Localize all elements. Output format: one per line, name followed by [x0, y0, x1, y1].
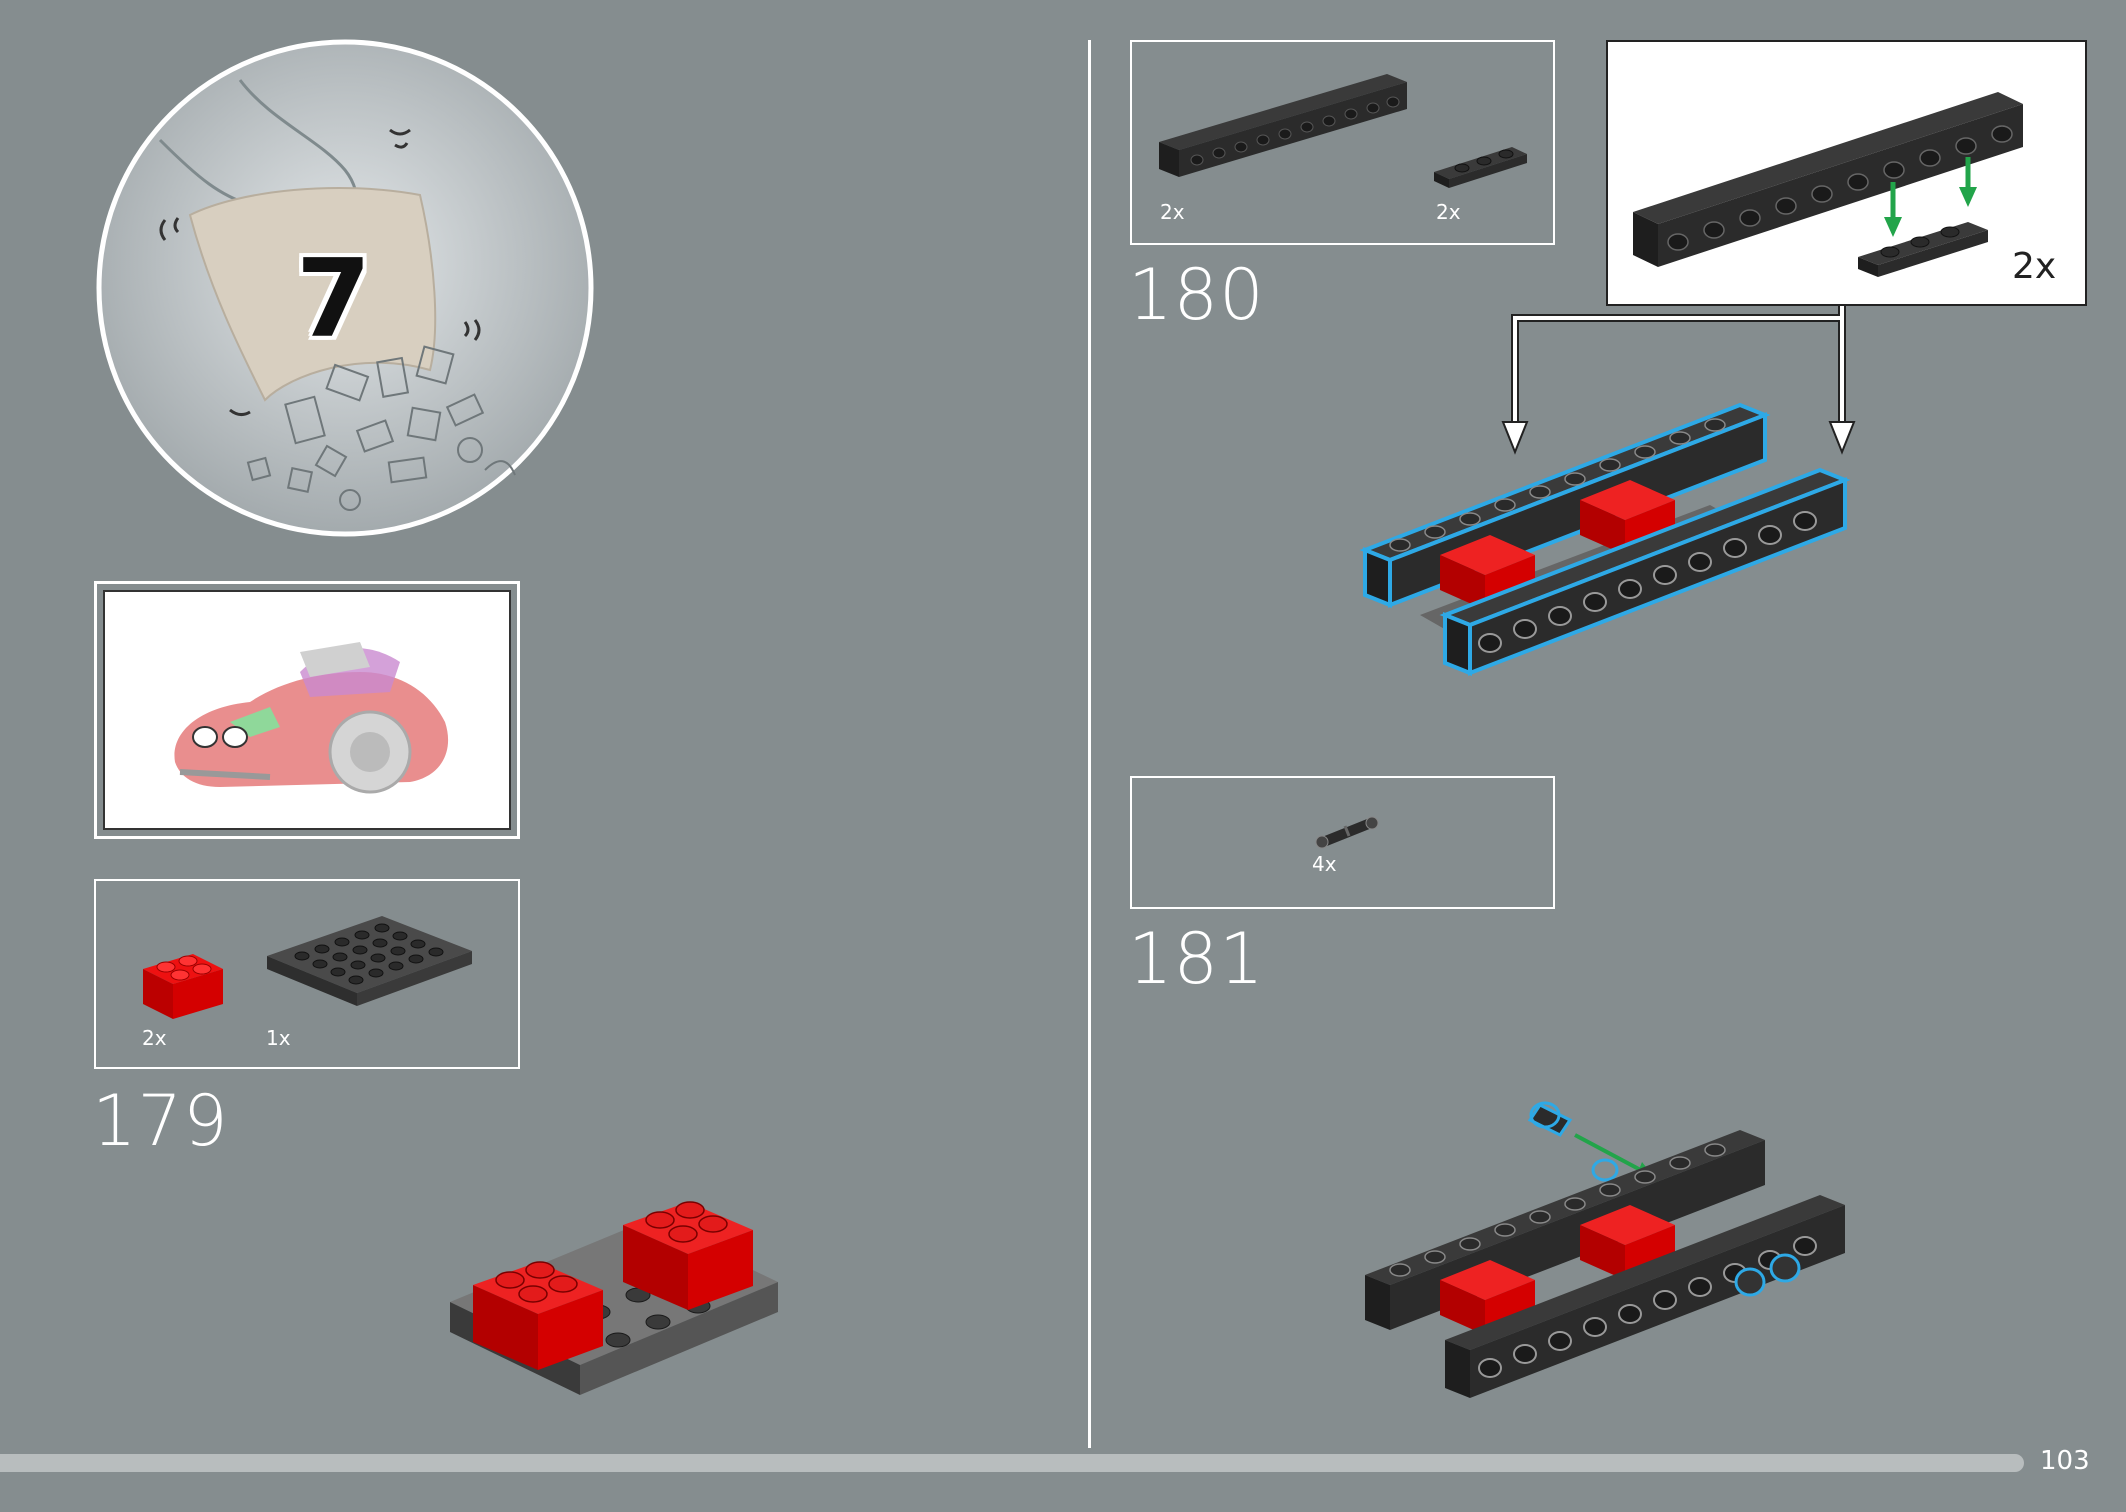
technic-beam-1x10-icon	[1159, 74, 1407, 177]
bag-illustration	[96, 39, 594, 537]
part-qty: 2x	[1160, 200, 1185, 224]
bag-number: 7	[296, 237, 372, 362]
page-number: 103	[2040, 1446, 2090, 1476]
step-179-assembly	[450, 1201, 778, 1395]
step-180-parts-panel: 2x 2x	[1130, 40, 1555, 245]
friction-pin-icon	[1315, 816, 1379, 849]
car-preview-icon	[174, 642, 449, 794]
callout-connector	[1501, 306, 1856, 455]
model-preview-panel	[94, 581, 520, 839]
callout-qty: 2x	[2012, 246, 2057, 287]
step-number-181: 181	[1128, 918, 1265, 1000]
part-qty: 2x	[142, 1026, 167, 1050]
callout-assembly	[1633, 92, 2023, 277]
step-number-180: 180	[1128, 254, 1265, 336]
page-divider	[1088, 40, 1091, 1448]
plate-1x3-icon	[1434, 147, 1527, 188]
grey-4x6-plate-icon	[267, 916, 472, 1006]
step-number-179: 179	[92, 1080, 229, 1162]
step-179-parts-panel: 2x 1x	[94, 879, 520, 1069]
model-preview-inner	[103, 590, 511, 830]
part-qty: 4x	[1312, 852, 1337, 876]
step-181-parts-panel: 4x	[1130, 776, 1555, 909]
progress-bar-track	[0, 1454, 2024, 1472]
step-181-assembly	[1365, 1101, 1845, 1398]
part-qty: 2x	[1436, 200, 1461, 224]
red-2x2-brick-icon	[143, 954, 223, 1019]
step-180-assembly	[1359, 402, 1851, 676]
part-qty: 1x	[266, 1026, 291, 1050]
step-180-callout: 2x	[1606, 40, 2087, 306]
